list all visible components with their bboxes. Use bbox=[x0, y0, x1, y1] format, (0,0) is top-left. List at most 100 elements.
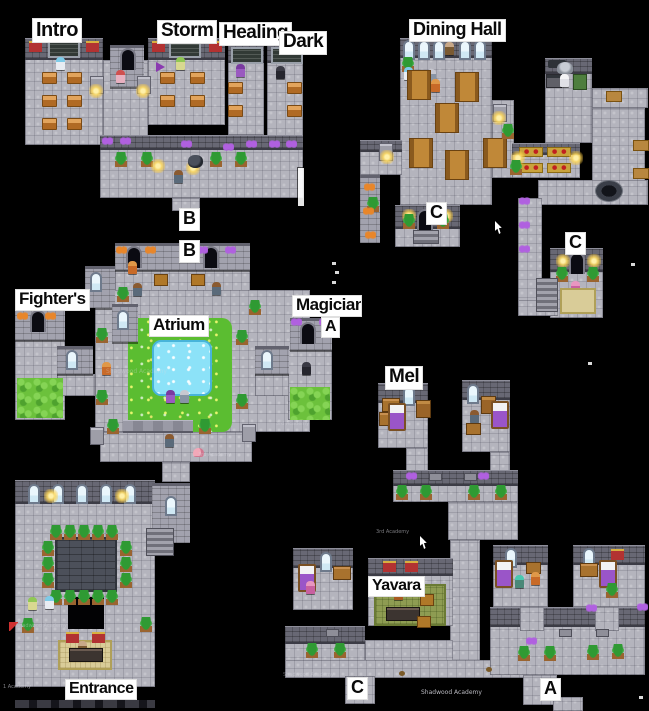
wardrobe-icon bbox=[416, 400, 431, 418]
pan-shelf-icon bbox=[548, 60, 566, 68]
chalkboard-icon bbox=[48, 41, 80, 58]
banner-icon bbox=[92, 632, 105, 643]
potted-plant-icon bbox=[106, 590, 118, 605]
potted-plant-icon bbox=[420, 485, 432, 500]
magician-hedge bbox=[290, 387, 330, 420]
watermark-text: Shadwood Academy bbox=[283, 672, 334, 678]
watermark-text: Shadwood Academy bbox=[421, 689, 482, 696]
dresser-icon bbox=[333, 566, 351, 580]
potted-plant-icon bbox=[306, 643, 318, 658]
mouse-cursor-icon bbox=[420, 536, 427, 549]
potted-plant-icon bbox=[249, 300, 261, 315]
desk-icon bbox=[228, 105, 243, 117]
desk-icon bbox=[160, 95, 175, 107]
desk-icon bbox=[42, 95, 57, 107]
character-sprite bbox=[212, 282, 221, 295]
door-plate-icon bbox=[596, 629, 609, 637]
window-icon bbox=[474, 40, 486, 60]
banner-icon bbox=[383, 561, 396, 572]
window-icon bbox=[76, 484, 88, 504]
potted-plant-icon bbox=[50, 525, 62, 540]
room-label: Atrium bbox=[150, 316, 208, 336]
potted-plant-icon bbox=[64, 525, 76, 540]
desk-icon bbox=[42, 72, 57, 84]
dining-table-icon bbox=[435, 103, 459, 133]
potted-plant-icon bbox=[64, 590, 76, 605]
room-label: Fighter's bbox=[16, 290, 89, 310]
character-sprite bbox=[28, 597, 37, 610]
window-icon bbox=[459, 40, 471, 60]
butterfly-icon bbox=[406, 472, 417, 481]
bed-icon bbox=[491, 401, 509, 429]
butterfly-icon bbox=[519, 245, 530, 254]
butterfly-icon bbox=[365, 231, 376, 240]
character-sprite bbox=[166, 390, 175, 403]
potted-plant-icon bbox=[334, 643, 346, 658]
mel-south-stub bbox=[448, 502, 518, 540]
butterfly-icon bbox=[363, 207, 374, 216]
potted-plant-icon bbox=[502, 124, 514, 139]
window-icon bbox=[320, 552, 332, 572]
character-sprite bbox=[531, 572, 540, 585]
potted-plant-icon bbox=[42, 573, 54, 588]
butterfly-icon bbox=[45, 312, 56, 321]
ui-speck bbox=[631, 263, 635, 266]
window-icon bbox=[433, 40, 445, 60]
room-label: B bbox=[180, 209, 199, 230]
room-label: C bbox=[348, 678, 367, 699]
cabinet-icon bbox=[573, 74, 587, 90]
room-label: Dark bbox=[280, 32, 327, 54]
window-icon bbox=[28, 484, 40, 504]
character-sprite bbox=[45, 596, 54, 609]
potted-plant-icon bbox=[468, 485, 480, 500]
lamp-icon bbox=[556, 254, 570, 268]
atrium-south-stub bbox=[162, 462, 190, 482]
mel-corridor-1 bbox=[406, 448, 428, 474]
room-label: A bbox=[322, 318, 340, 337]
desk-icon bbox=[287, 105, 302, 117]
atrium-steps bbox=[123, 420, 193, 433]
character-sprite bbox=[176, 57, 185, 70]
watermark-text: 3rd Academy bbox=[198, 452, 232, 458]
butterfly-icon bbox=[586, 604, 597, 613]
butterfly-icon bbox=[102, 137, 113, 146]
butterfly-icon bbox=[225, 246, 236, 255]
desk-icon bbox=[287, 82, 302, 94]
character-sprite bbox=[174, 170, 183, 183]
banner-icon bbox=[66, 632, 79, 643]
character-sprite bbox=[56, 57, 65, 70]
desk-icon bbox=[228, 82, 243, 94]
potted-plant-icon bbox=[518, 646, 530, 661]
character-sprite bbox=[102, 362, 111, 375]
chalkboard-icon bbox=[231, 47, 263, 64]
lamp-icon bbox=[115, 489, 129, 503]
door-arch-icon bbox=[120, 48, 136, 70]
well-icon bbox=[595, 180, 623, 202]
watermark-flag-icon bbox=[9, 622, 18, 631]
desk-icon bbox=[190, 95, 205, 107]
window-icon bbox=[261, 350, 273, 370]
door-arch-icon bbox=[30, 310, 46, 332]
character-sprite bbox=[306, 581, 315, 594]
flag-banner-icon bbox=[156, 62, 165, 72]
dining-table-icon bbox=[483, 138, 507, 168]
potted-plant-icon bbox=[22, 618, 34, 633]
watermark-text: Shadwood Academy bbox=[16, 623, 67, 629]
entrance-south-wall bbox=[15, 700, 155, 708]
room-label: Magician bbox=[293, 296, 361, 316]
door-arch-icon bbox=[300, 322, 316, 344]
potted-plant-icon bbox=[78, 590, 90, 605]
character-sprite bbox=[78, 641, 87, 654]
character-sprite bbox=[431, 79, 440, 92]
butterfly-icon bbox=[286, 140, 297, 149]
exit-b-stub bbox=[172, 198, 200, 211]
potted-plant-icon bbox=[120, 541, 132, 556]
magician-corridor-floor bbox=[255, 374, 289, 396]
potted-plant-icon bbox=[403, 214, 415, 229]
central-corridor bbox=[450, 540, 480, 678]
potted-plant-icon bbox=[544, 646, 556, 661]
scrollbar-artifact[interactable] bbox=[298, 168, 304, 206]
room-label: A bbox=[541, 679, 560, 700]
